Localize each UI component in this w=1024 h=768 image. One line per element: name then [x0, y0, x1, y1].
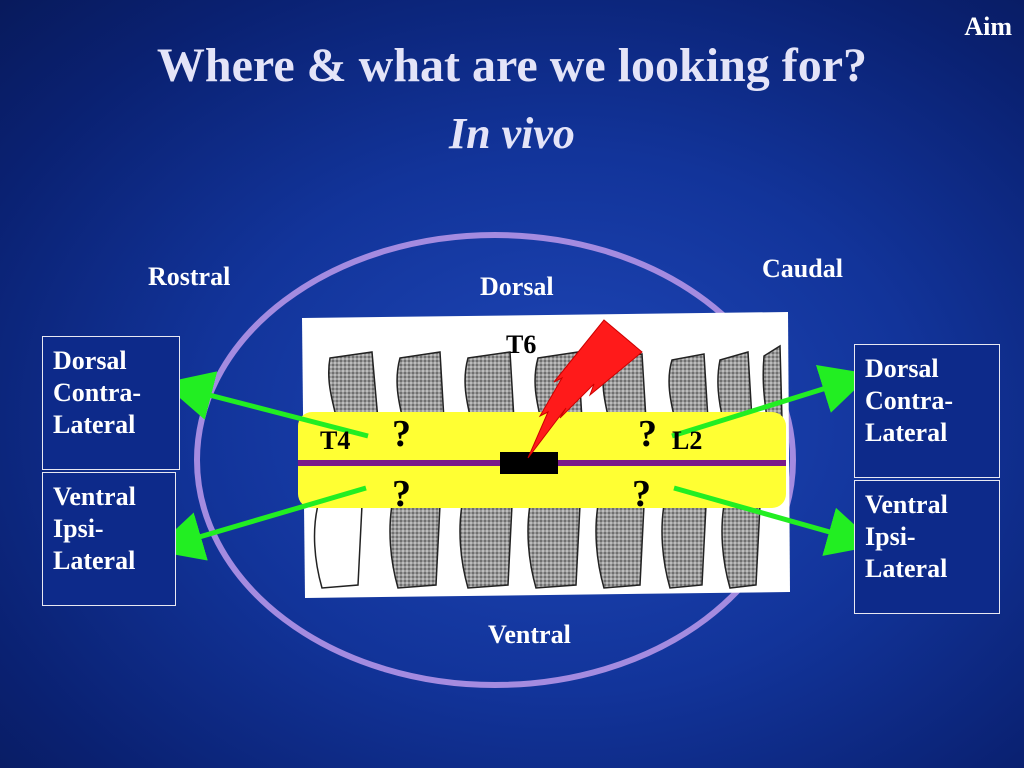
right-ventral-ipsilateral-box: Ventral Ipsi- Lateral [854, 480, 1000, 614]
box-line: Ipsi- [865, 522, 916, 551]
label-segment-l2: L2 [672, 426, 703, 455]
slide-tag: Aim [964, 12, 1012, 41]
box-line: Dorsal [53, 346, 127, 375]
box-line: Lateral [53, 410, 136, 439]
box-line: Ventral [865, 490, 948, 519]
label-segment-t6: T6 [506, 330, 537, 359]
unknown-mark-rostral-dorsal: ? [392, 413, 411, 455]
arrow-to-right-ventral [673, 485, 878, 556]
left-ventral-ipsilateral-box: Ventral Ipsi- Lateral [42, 472, 176, 606]
unknown-mark-caudal-ventral: ? [632, 473, 651, 515]
body-outline-ellipse [194, 232, 796, 688]
vertebrae-image [302, 312, 790, 598]
box-line: Lateral [865, 418, 948, 447]
lesion-marker [500, 452, 558, 474]
arrow-to-left-dorsal [162, 371, 369, 439]
box-line: Contra- [53, 378, 142, 407]
unknown-mark-caudal-dorsal: ? [638, 413, 657, 455]
right-dorsal-contralateral-box: Dorsal Contra- Lateral [854, 344, 1000, 478]
label-rostral: Rostral [148, 262, 231, 291]
left-dorsal-contralateral-box: Dorsal Contra- Lateral [42, 336, 180, 470]
box-line: Contra- [865, 386, 954, 415]
slide-subtitle: In vivo [449, 109, 575, 158]
label-dorsal: Dorsal [480, 272, 554, 301]
box-line: Dorsal [865, 354, 939, 383]
arrow-to-left-ventral [152, 485, 367, 561]
box-line: Ipsi- [53, 514, 104, 543]
unknown-mark-rostral-ventral: ? [392, 473, 411, 515]
box-line: Lateral [53, 546, 136, 575]
label-ventral: Ventral [488, 620, 571, 649]
lightning-bolt-icon [527, 319, 643, 459]
arrow-to-right-dorsal [671, 365, 872, 439]
box-line: Lateral [865, 554, 948, 583]
label-segment-t4: T4 [320, 426, 351, 455]
box-line: Ventral [53, 482, 136, 511]
slide-title: Where & what are we looking for? [156, 39, 868, 92]
label-caudal: Caudal [762, 254, 843, 283]
